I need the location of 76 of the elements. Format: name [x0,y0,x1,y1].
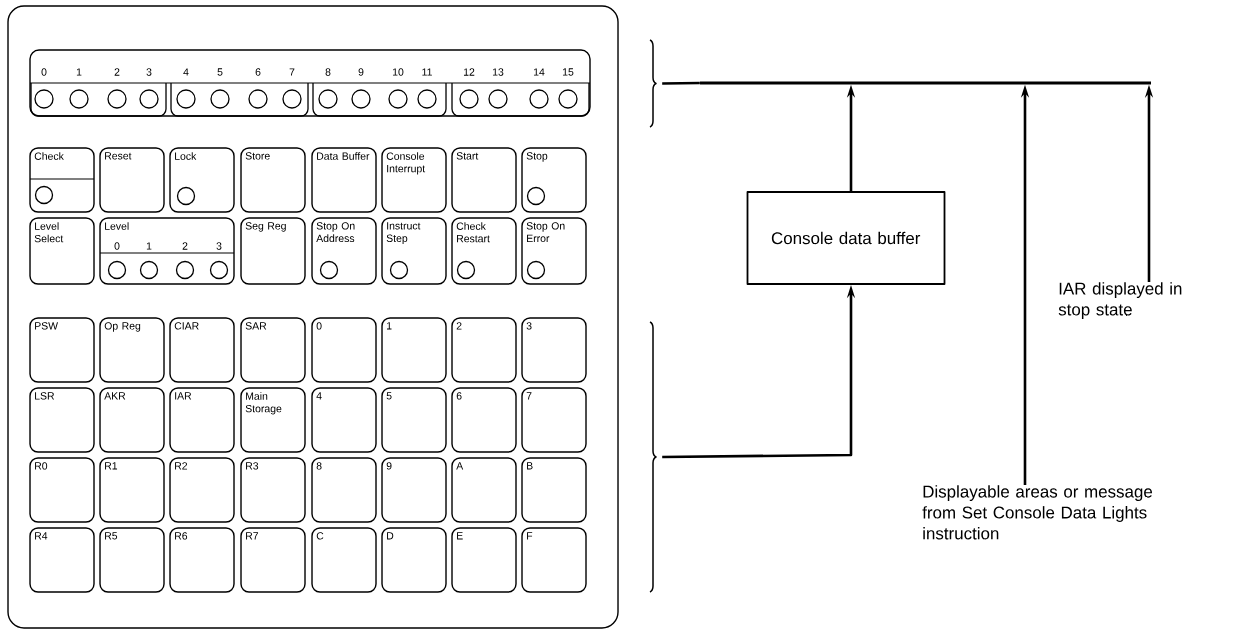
console-key: Check [29,147,95,213]
console-key: Main Storage [240,387,306,453]
console-key: E [451,527,517,593]
bit-number: 0 [41,68,47,76]
console-key: Console Interrupt [381,147,447,213]
console-key: C [311,527,377,593]
bit-number: 12 [464,68,475,76]
console-key: AKR [99,387,165,453]
console-key: Level Select [29,217,95,285]
console-key: 9 [381,457,447,523]
console-key: CIAR [169,317,235,383]
console-key: R1 [99,457,165,523]
bit-number: 11 [422,68,432,76]
console-key: 0 [311,317,377,383]
node-label: 1 [146,242,152,250]
bit-number: 13 [493,68,504,76]
connector-line [662,81,700,85]
console-key: Store [240,147,306,213]
console-key: Data Buffer [311,147,377,213]
annotation-text: Displayable areas or message from Set Console Data Lights instruction [922,485,1153,540]
console-key: Lock [169,147,235,213]
annotation-text: IAR displayed in stop state [1058,282,1182,319]
console-key: Check Restart [451,217,517,285]
console-key: 1 [381,317,447,383]
console-key: Reset [99,147,165,213]
console-key: 3 [521,317,587,383]
bus-line [700,81,1151,85]
bit-number: 3 [146,68,152,76]
console-key: R2 [169,457,235,523]
console-key: Stop On Address [311,217,377,285]
console-key: 4 [311,387,377,453]
console-key: 5 [381,387,447,453]
bit-number: 9 [358,68,364,76]
console-key: Stop On Error [521,217,587,285]
console-key: R4 [29,527,95,593]
console-key: R3 [240,457,306,523]
console-key: Seg Reg [240,217,306,285]
bit-number: 7 [289,68,295,76]
console-key: D [381,527,447,593]
console-key: 7 [521,387,587,453]
curly-brace [649,321,657,593]
console-key: SAR [240,317,306,383]
console-key: Level 0 1 2 3 [99,217,235,285]
console-key: Instruct Step [381,217,447,285]
console-key: Op Reg [99,317,165,383]
node-label: Level [105,222,129,230]
bit-number: 6 [255,68,261,76]
node-label: 3 [216,242,222,250]
bit-number: 1 [76,68,82,76]
console-key: F [521,527,587,593]
console-key: 8 [311,457,377,523]
console-key: R5 [99,527,165,593]
node-label: 0 [114,242,120,250]
console-key: 2 [451,317,517,383]
console-key: R6 [169,527,235,593]
console-key: IAR [169,387,235,453]
console-key: B [521,457,587,523]
console-key: R7 [240,527,306,593]
console-panel [7,5,619,629]
buffer-box: Console data buffer [746,191,946,285]
console-key: PSW [29,317,95,383]
bit-number: 5 [217,68,223,76]
console-key: Stop [521,147,587,213]
console-key: Start [451,147,517,213]
bit-number: 14 [534,68,545,76]
console-key: LSR [29,387,95,453]
bit-number: 8 [325,68,331,76]
bit-number: 10 [393,68,404,76]
console-key: A [451,457,517,523]
bit-number: 4 [183,68,189,76]
console-key: 6 [451,387,517,453]
curly-brace [649,39,657,128]
bit-number: 2 [114,68,120,76]
console-key: R0 [29,457,95,523]
bit-number: 15 [563,68,574,76]
node-label: 2 [182,242,188,250]
